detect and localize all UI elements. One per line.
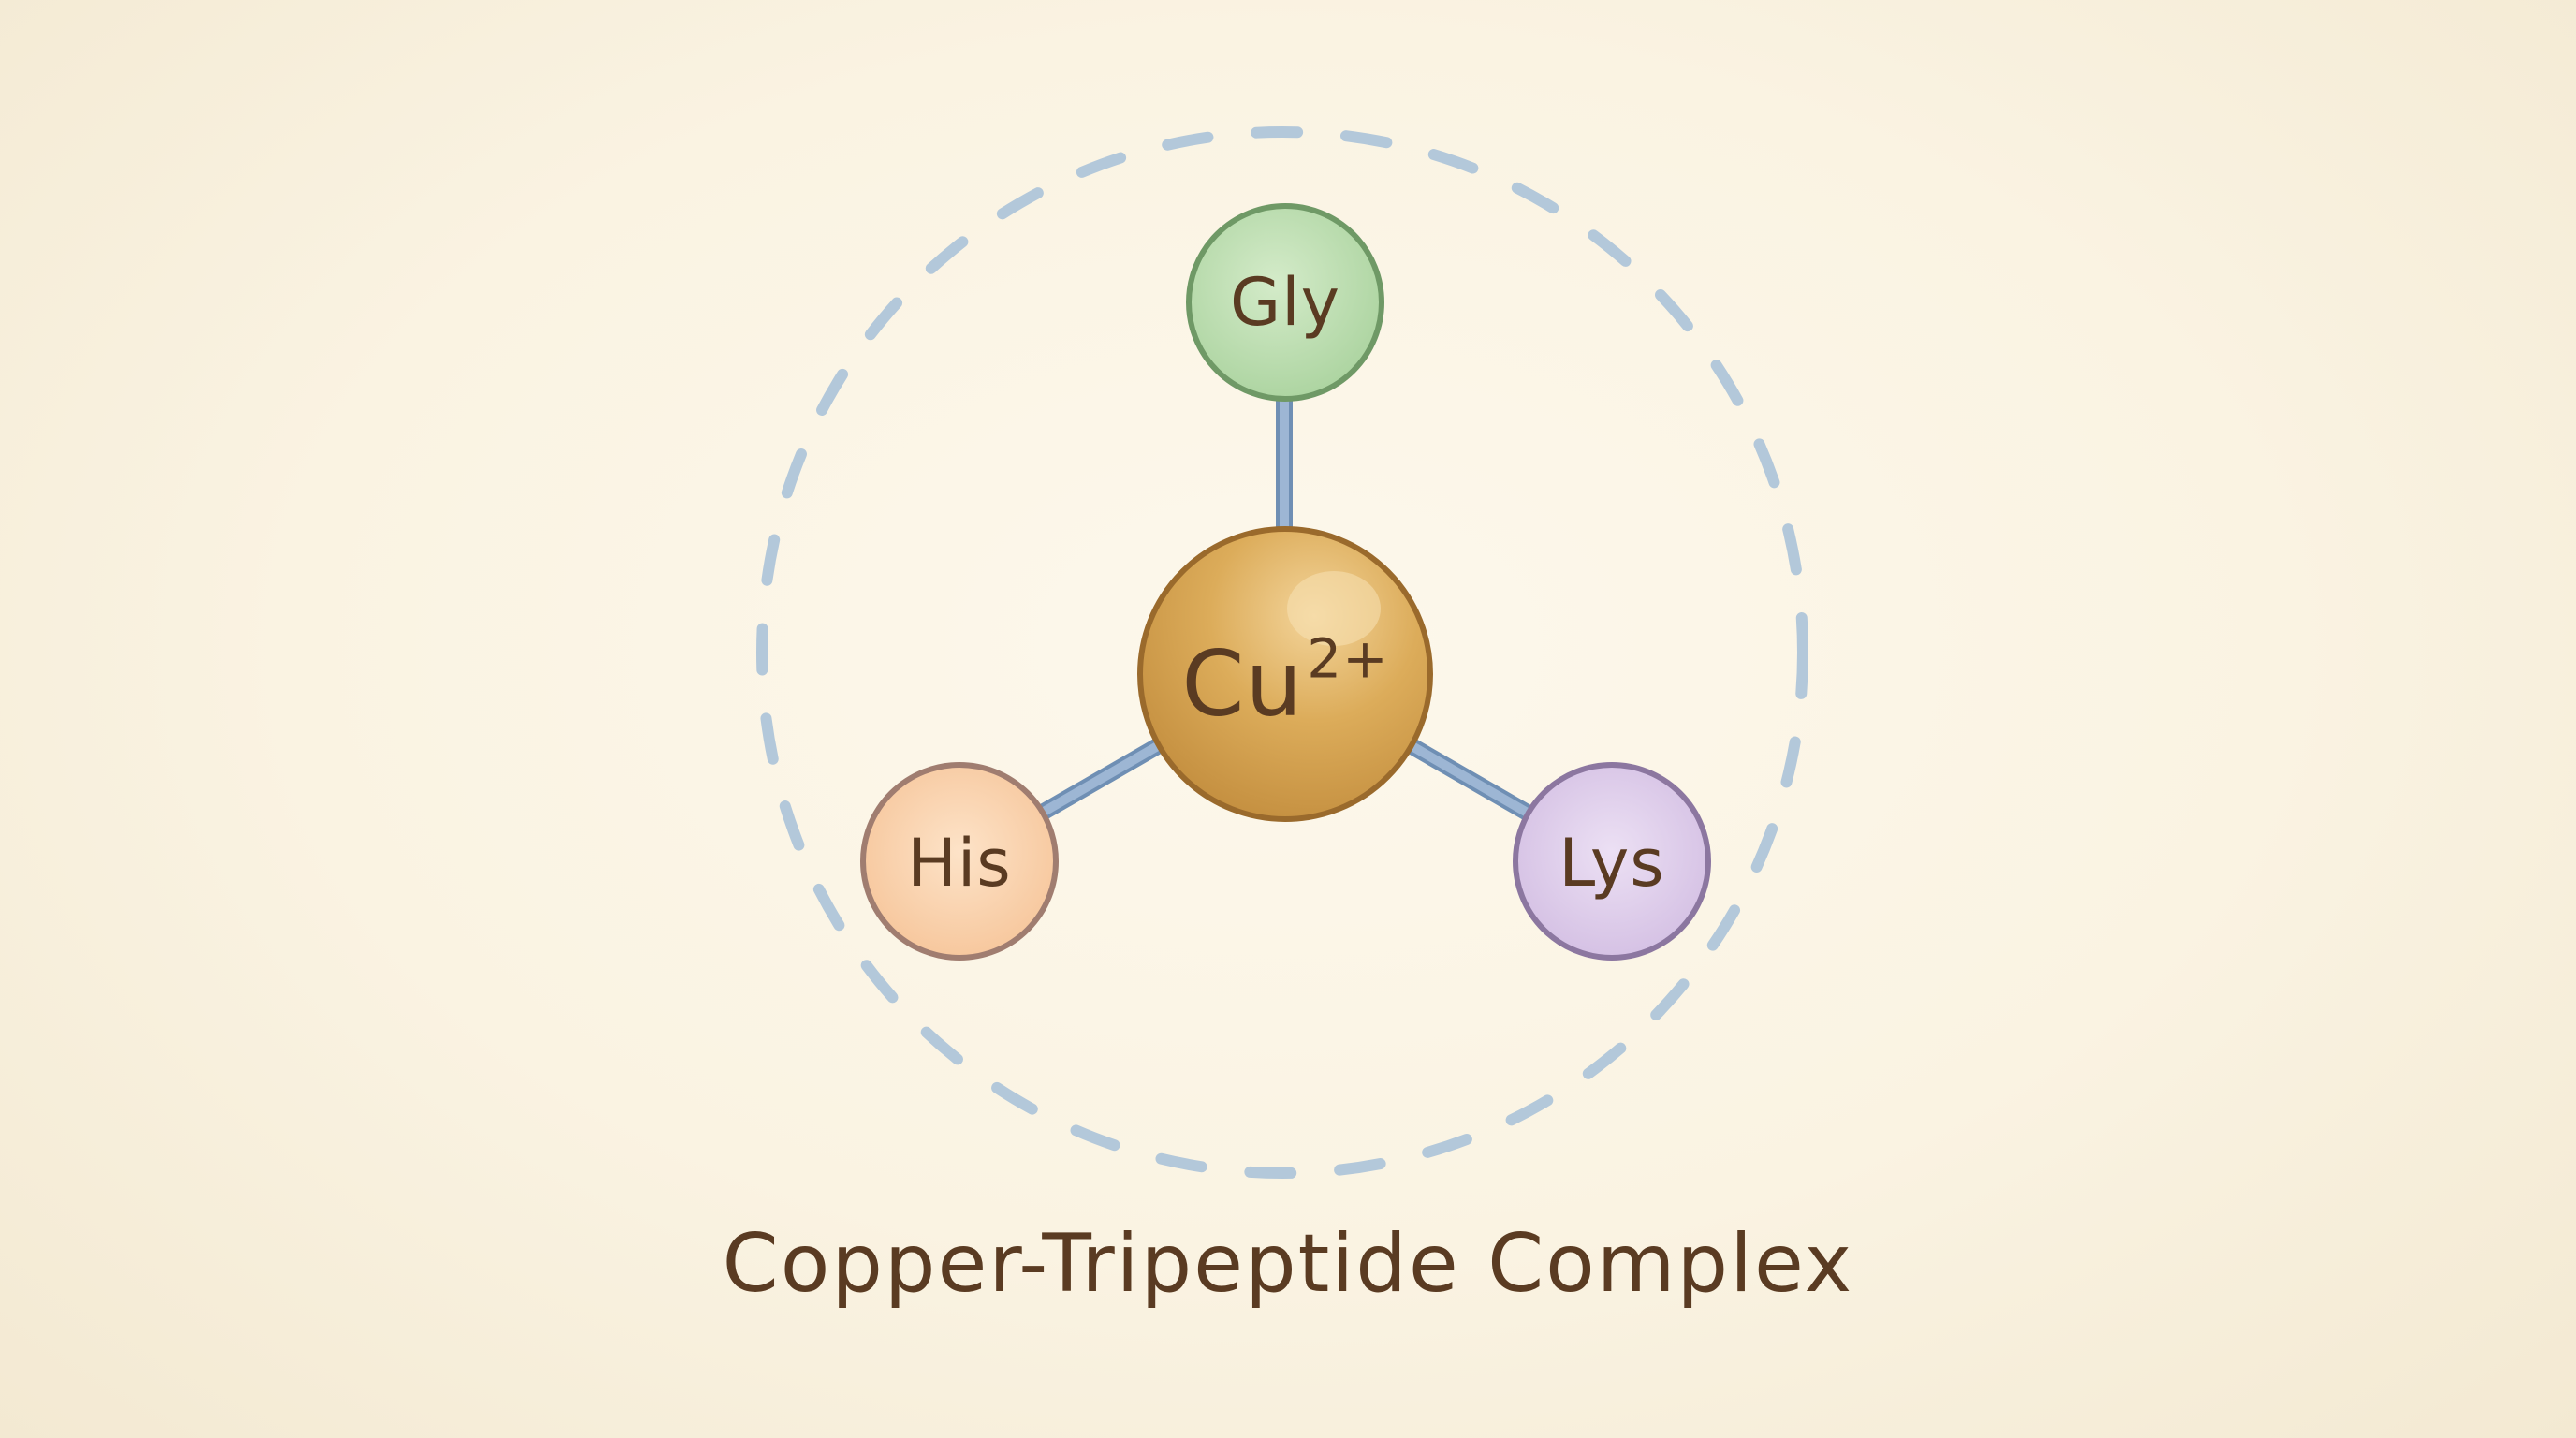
bond-his xyxy=(1034,737,1165,822)
gly-label: Gly xyxy=(1229,264,1341,341)
his-node xyxy=(860,762,1059,961)
diagram-title: Copper-Tripeptide Complex xyxy=(722,1217,1854,1311)
copper-symbol: Cu xyxy=(1181,631,1304,737)
his-label: His xyxy=(907,825,1012,902)
copper-ion-label: Cu2+ xyxy=(1181,627,1388,737)
highlight-decoration xyxy=(1287,571,1381,646)
coordination-sphere-boundary xyxy=(756,126,1808,1179)
copper-charge: 2+ xyxy=(1307,626,1389,691)
lys-label: Lys xyxy=(1559,825,1665,902)
bond-lys xyxy=(1404,737,1535,822)
lys-node xyxy=(1513,762,1711,961)
gly-node xyxy=(1186,203,1384,402)
